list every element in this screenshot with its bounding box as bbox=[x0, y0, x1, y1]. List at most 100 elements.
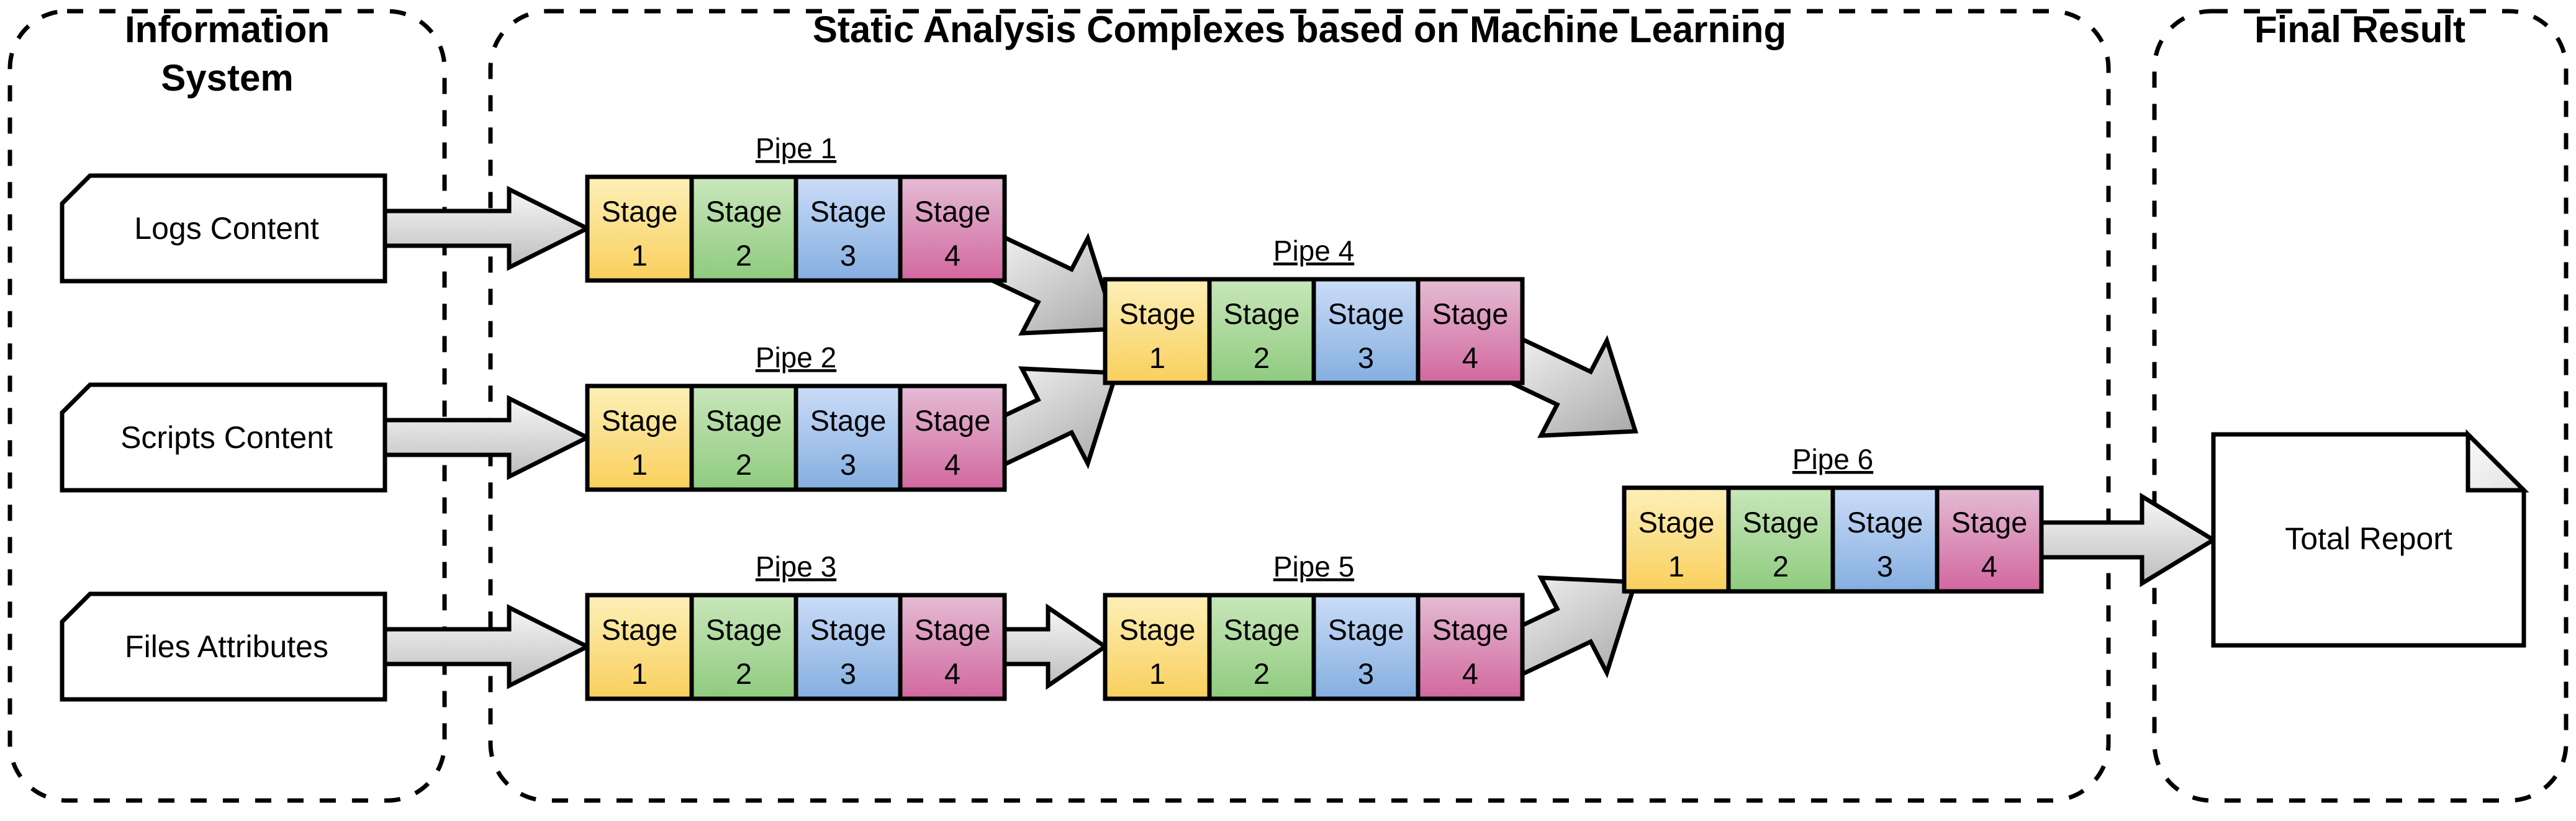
arrow-scripts-to-pipe2-shape bbox=[382, 395, 592, 480]
pipe-2-stage-2[interactable] bbox=[689, 384, 798, 492]
pipe-3-stage-4-word: Stage bbox=[915, 613, 991, 646]
arrow-files-to-pipe3-shape bbox=[382, 604, 592, 689]
pipe-1-stage-1-num: 1 bbox=[631, 239, 648, 272]
pipe-5-stage-3[interactable] bbox=[1311, 593, 1421, 701]
scripts-content-outline bbox=[60, 382, 387, 493]
pipe-5-stage-1-word: Stage bbox=[1119, 613, 1196, 646]
pipe-2-stage-4-word: Stage bbox=[915, 404, 991, 437]
pipe-2-stage-3-num: 3 bbox=[840, 448, 856, 481]
pipe-4[interactable]: Pipe 4 Stage 1 Stage 2 Stage 3 Stage 4 bbox=[1103, 235, 1525, 385]
pipe-5-stage-2[interactable] bbox=[1207, 593, 1316, 701]
pipe-6-stage-4-word: Stage bbox=[1951, 506, 2028, 539]
pipe-6-stage-2-num: 2 bbox=[1773, 550, 1789, 583]
arrow-logs-to-pipe1 bbox=[382, 186, 592, 271]
pipe-4-stage-4[interactable] bbox=[1416, 277, 1525, 385]
pipe-4-stage-3-word: Stage bbox=[1328, 297, 1404, 330]
pipe-6-stage-2[interactable] bbox=[1726, 485, 1835, 594]
pipe-6-stage-1-word: Stage bbox=[1638, 506, 1715, 539]
pipe-1-stage-4[interactable] bbox=[898, 174, 1007, 283]
pipe-1-stage-3-word: Stage bbox=[810, 195, 887, 228]
pipe-1-stage-1[interactable] bbox=[585, 174, 694, 283]
arrow-logs-to-pipe1-shape bbox=[382, 186, 592, 271]
pipe-5-label: Pipe 5 bbox=[1273, 550, 1354, 583]
pipe-1-label: Pipe 1 bbox=[756, 132, 836, 164]
pipe-4-stage-1[interactable] bbox=[1103, 277, 1212, 385]
pipe-5-stage-4[interactable] bbox=[1416, 593, 1525, 701]
pipe-1-stage-4-num: 4 bbox=[944, 239, 960, 272]
pipe-3-stage-4[interactable] bbox=[898, 593, 1007, 701]
pipe-2[interactable]: Pipe 2 Stage 1 Stage 2 Stage 3 Stage 4 bbox=[585, 341, 1007, 492]
pipe-1-stage-2-word: Stage bbox=[706, 195, 782, 228]
scripts-content-label: Scripts Content bbox=[120, 420, 333, 455]
pipe-1[interactable]: Pipe 1 Stage 1 Stage 2 Stage 3 Stage 4 bbox=[585, 132, 1007, 283]
arrow-files-to-pipe3 bbox=[382, 604, 592, 689]
pipe-4-stage-4-num: 4 bbox=[1462, 341, 1478, 374]
pipe-6-stage-2-word: Stage bbox=[1743, 506, 1819, 539]
pipe-6-stage-3[interactable] bbox=[1830, 485, 1940, 594]
static-analysis-border bbox=[488, 9, 2111, 803]
pipe-3-stage-1-word: Stage bbox=[602, 613, 678, 646]
output-shape-total-report[interactable]: Total Report bbox=[2211, 429, 2529, 648]
pipe-1-stage-4-word: Stage bbox=[915, 195, 991, 228]
pipe-6[interactable]: Pipe 6 Stage 1 Stage 2 Stage 3 Stage 4 bbox=[1622, 443, 2044, 594]
pipe-3-stage-1[interactable] bbox=[585, 593, 694, 701]
pipe-4-stage-4-word: Stage bbox=[1432, 297, 1509, 330]
pipe-2-label: Pipe 2 bbox=[756, 341, 836, 374]
group-container-information-system: Information System bbox=[7, 9, 447, 803]
pipe-4-stage-3-num: 3 bbox=[1358, 341, 1374, 374]
logs-content-label: Logs Content bbox=[134, 211, 319, 246]
pipe-3-stage-4-num: 4 bbox=[944, 657, 960, 690]
pipe-6-stage-1[interactable] bbox=[1622, 485, 1731, 594]
pipe-6-label: Pipe 6 bbox=[1792, 443, 1873, 475]
input-shape-scripts-content[interactable]: Scripts Content bbox=[60, 382, 387, 493]
information-system-title-line2: System bbox=[161, 57, 293, 99]
total-report-label: Total Report bbox=[2285, 521, 2452, 556]
pipe-2-stage-1-word: Stage bbox=[602, 404, 678, 437]
pipe-6-stage-3-num: 3 bbox=[1877, 550, 1893, 583]
pipe-5[interactable]: Pipe 5 Stage 1 Stage 2 Stage 3 Stage 4 bbox=[1103, 550, 1525, 701]
group-container-static-analysis: Static Analysis Complexes based on Machi… bbox=[488, 9, 2111, 803]
arrow-scripts-to-pipe2 bbox=[382, 395, 592, 480]
pipe-2-stage-2-word: Stage bbox=[706, 404, 782, 437]
static-analysis-title: Static Analysis Complexes based on Machi… bbox=[813, 9, 1786, 50]
pipe-2-stage-1[interactable] bbox=[585, 384, 694, 492]
pipe-5-stage-4-num: 4 bbox=[1462, 657, 1478, 690]
arrow-pipe6-to-report bbox=[2039, 492, 2218, 588]
pipe-6-stage-1-num: 1 bbox=[1668, 550, 1684, 583]
page-fold-icon bbox=[2465, 429, 2529, 493]
pipe-4-stage-1-num: 1 bbox=[1149, 341, 1165, 374]
pipe-6-stage-4[interactable] bbox=[1935, 485, 2044, 594]
pipe-3-stage-3-num: 3 bbox=[840, 657, 856, 690]
input-shape-logs-content[interactable]: Logs Content bbox=[60, 173, 387, 284]
information-system-border bbox=[7, 9, 447, 803]
arrow-pipe3-to-pipe5-shape bbox=[1002, 603, 1109, 690]
pipe-5-stage-3-word: Stage bbox=[1328, 613, 1404, 646]
pipe-5-stage-4-word: Stage bbox=[1432, 613, 1509, 646]
pipe-6-stage-4-num: 4 bbox=[1981, 550, 1997, 583]
pipe-4-stage-2-word: Stage bbox=[1224, 297, 1300, 330]
pipe-1-stage-3[interactable] bbox=[793, 174, 903, 283]
logs-content-outline bbox=[60, 173, 387, 284]
files-attributes-outline bbox=[60, 591, 387, 702]
pipe-3-label: Pipe 3 bbox=[756, 550, 836, 583]
pipe-2-stage-3[interactable] bbox=[793, 384, 903, 492]
pipe-1-stage-1-word: Stage bbox=[602, 195, 678, 228]
final-result-border bbox=[2152, 9, 2569, 803]
arrow-pipe3-to-pipe5 bbox=[1002, 603, 1109, 690]
input-shape-files-attributes[interactable]: Files Attributes bbox=[60, 591, 387, 702]
pipe-5-stage-1-num: 1 bbox=[1149, 657, 1165, 690]
pipe-4-stage-2-num: 2 bbox=[1254, 341, 1270, 374]
pipe-4-label: Pipe 4 bbox=[1273, 235, 1354, 267]
pipe-2-stage-4[interactable] bbox=[898, 384, 1007, 492]
pipe-3-stage-3-word: Stage bbox=[810, 613, 887, 646]
pipe-5-stage-2-num: 2 bbox=[1254, 657, 1270, 690]
pipe-2-stage-1-num: 1 bbox=[631, 448, 648, 481]
files-attributes-label: Files Attributes bbox=[125, 629, 328, 664]
pipe-4-stage-1-word: Stage bbox=[1119, 297, 1196, 330]
pipe-3-stage-2-word: Stage bbox=[706, 613, 782, 646]
pipe-3[interactable]: Pipe 3 Stage 1 Stage 2 Stage 3 Stage 4 bbox=[585, 550, 1007, 701]
pipe-5-stage-3-num: 3 bbox=[1358, 657, 1374, 690]
final-result-title: Final Result bbox=[2254, 9, 2465, 50]
